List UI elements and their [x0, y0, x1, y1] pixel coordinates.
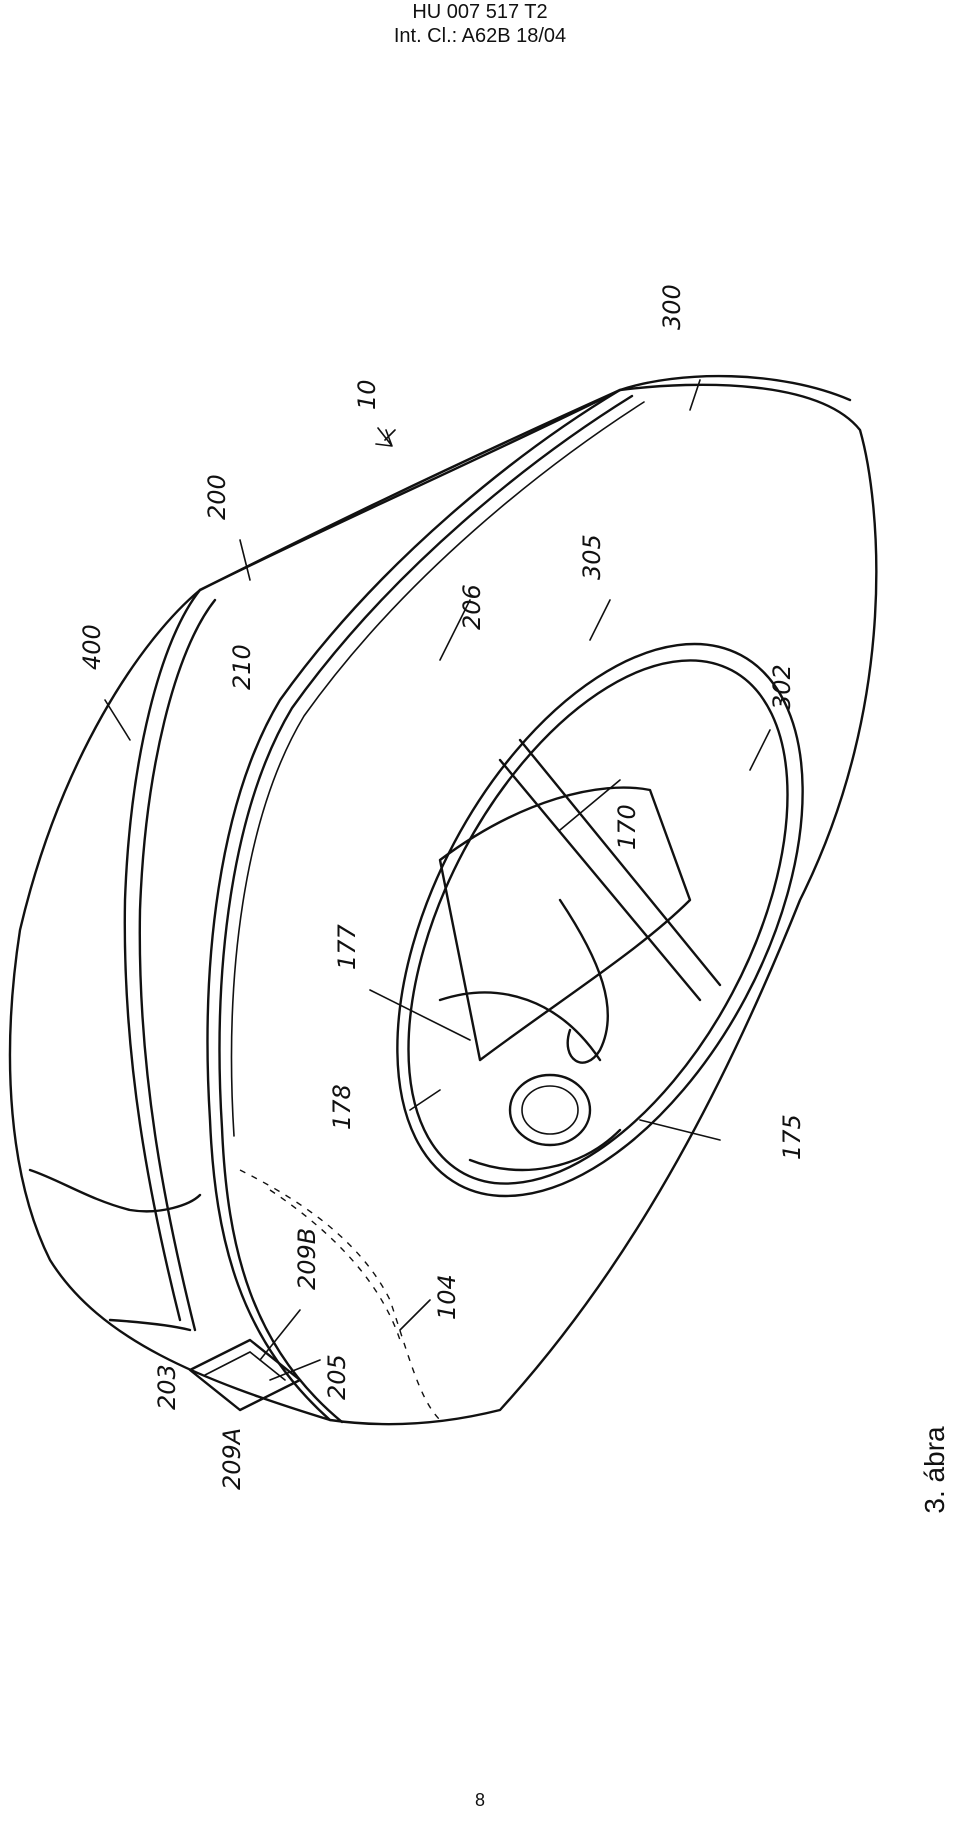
filter-housing	[438, 991, 622, 1172]
valve-port-inner	[521, 1085, 579, 1135]
front-band-inner	[138, 598, 217, 1332]
ref-label-209b: 209B	[293, 1228, 321, 1290]
chin-dashed-outline	[239, 1169, 441, 1421]
page-number: 8	[474, 1790, 485, 1810]
valve-port	[508, 1073, 592, 1147]
inner-frame-top	[438, 786, 692, 1062]
ref-label-104: 104	[433, 1274, 461, 1320]
rim-line-outer	[206, 388, 622, 1422]
classification-code: Int. Cl.: A62B 18/04	[393, 25, 567, 47]
document-number: HU 007 517 T2	[412, 1, 548, 23]
ref-label-203: 203	[153, 1364, 181, 1410]
ref-label-400: 400	[78, 624, 106, 670]
ref-label-178: 178	[328, 1084, 356, 1130]
rim-line-inner	[218, 394, 634, 1424]
page-header: HU 007 517 T2 Int. Cl.: A62B 18/04	[0, 0, 960, 48]
ref-label-175: 175	[778, 1114, 806, 1160]
ref-label-200: 200	[203, 474, 231, 520]
ref-label-210: 210	[228, 644, 256, 690]
ref-label-302: 302	[768, 664, 796, 710]
ref-label-305: 305	[578, 534, 606, 580]
chin-dashed-outline-2	[269, 1189, 401, 1341]
visor-opening-inner	[407, 659, 789, 1185]
rim-line-third	[230, 401, 645, 1137]
ref-label-177: 177	[333, 923, 361, 970]
side-curve-band	[108, 1318, 192, 1332]
strap-fixture-slot	[204, 1351, 286, 1381]
ref-label-209a: 209A	[218, 1428, 246, 1490]
leader-arrow	[375, 427, 393, 447]
ref-label-10: 10	[353, 379, 381, 410]
figure-caption: 3. ábra	[919, 1426, 950, 1514]
outer-shell-outline	[8, 383, 878, 1426]
top-edge-line	[198, 374, 852, 592]
ref-label-170: 170	[613, 804, 641, 850]
leader-lines	[104, 379, 771, 1381]
ref-label-300: 300	[658, 284, 686, 330]
ref-label-205: 205	[323, 1354, 351, 1400]
side-curve-lower	[28, 1168, 202, 1213]
ref-label-206: 206	[458, 584, 486, 630]
inner-bar	[498, 738, 722, 1002]
front-band-outer	[123, 588, 202, 1322]
visor-opening-outer	[396, 642, 804, 1198]
strap-fixture	[188, 1338, 302, 1412]
inner-tube-170	[558, 898, 610, 1064]
